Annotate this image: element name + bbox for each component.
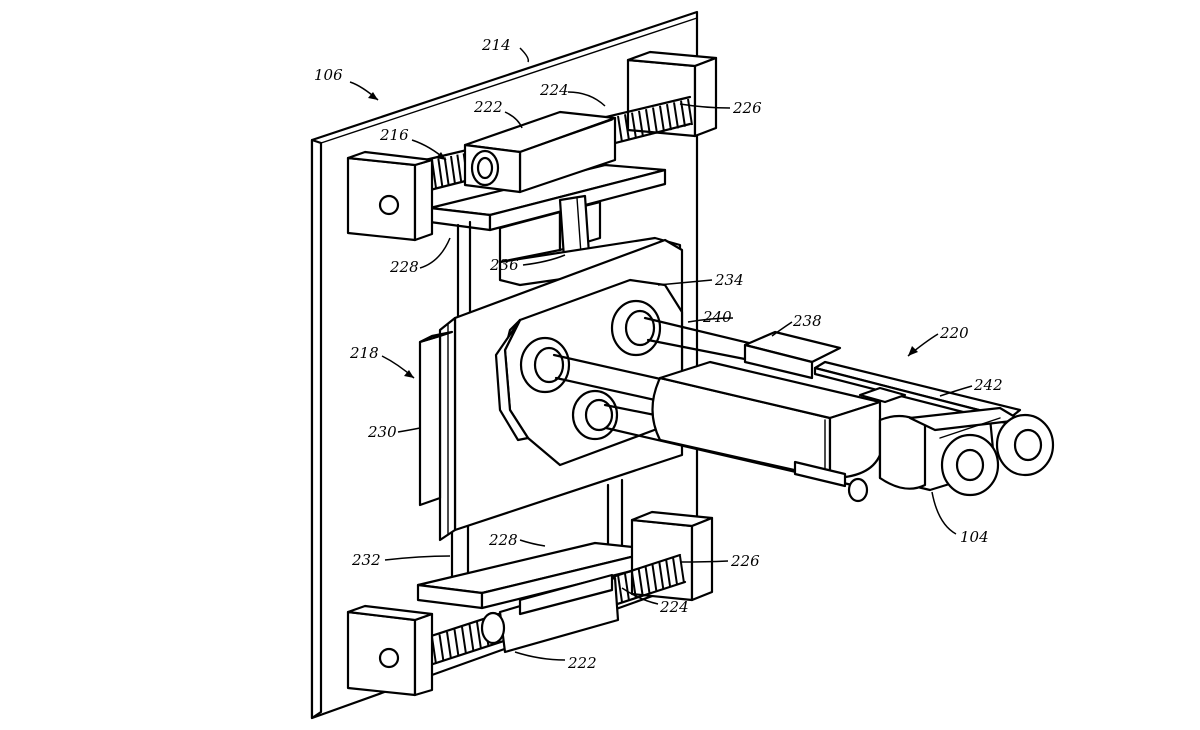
screw-thread xyxy=(437,158,444,187)
screw-thread xyxy=(638,110,644,138)
reference-numerals: 106 214 216 222 224 226 228 236 234 218 … xyxy=(314,36,1003,672)
bottom-left-end-block xyxy=(346,604,434,697)
label-228-top: 228 xyxy=(389,258,419,276)
label-242: 242 xyxy=(973,376,1003,394)
label-220: 220 xyxy=(939,324,969,342)
screw-thread xyxy=(476,621,482,650)
label-240: 240 xyxy=(702,308,732,326)
screw-thread xyxy=(617,115,623,143)
label-224-bottom: 224 xyxy=(659,598,689,616)
label-222-top: 222 xyxy=(473,98,503,116)
screw-thread xyxy=(438,634,445,662)
label-226-top: 226 xyxy=(732,99,762,117)
label-216: 216 xyxy=(379,126,409,144)
screw-thread xyxy=(644,566,651,594)
label-222-bottom: 222 xyxy=(567,654,597,672)
top-nut-block xyxy=(463,110,617,194)
end-effector xyxy=(878,406,1055,497)
top-right-end-block xyxy=(626,50,718,138)
screw-thread xyxy=(456,154,463,183)
screw-thread xyxy=(658,562,665,590)
arm-cylinder xyxy=(651,360,882,488)
label-234: 234 xyxy=(714,271,744,289)
label-224-top: 224 xyxy=(539,81,569,99)
screw-thread xyxy=(666,103,672,131)
screw-thread xyxy=(468,624,475,652)
screw-thread xyxy=(461,626,467,655)
label-236: 236 xyxy=(489,256,519,274)
screw-thread xyxy=(623,572,630,601)
side-component xyxy=(418,330,454,507)
leader-lines xyxy=(349,47,973,661)
screw-thread xyxy=(652,107,658,134)
label-238: 238 xyxy=(792,312,822,330)
screw-thread xyxy=(672,557,679,586)
screw-thread xyxy=(453,629,460,657)
screw-thread xyxy=(659,105,665,132)
label-218: 218 xyxy=(349,344,379,362)
vertical-bracket xyxy=(498,194,682,287)
screw-thread xyxy=(631,112,637,139)
screw-thread xyxy=(651,564,658,592)
screw-thread xyxy=(617,574,623,603)
screw-thread xyxy=(679,555,685,584)
label-226-bottom: 226 xyxy=(730,552,760,570)
label-228-bottom: 228 xyxy=(488,531,518,549)
screw-thread xyxy=(450,155,456,185)
label-104: 104 xyxy=(960,528,989,546)
screw-thread xyxy=(645,109,651,136)
top-strip-plate xyxy=(813,360,1022,426)
screw-thread xyxy=(665,560,672,588)
screw-thread xyxy=(443,157,450,186)
label-214: 214 xyxy=(481,36,511,54)
screw-thread xyxy=(446,631,452,660)
screw-thread xyxy=(680,100,686,127)
top-left-end-block xyxy=(346,150,434,242)
label-232: 232 xyxy=(351,551,381,569)
screw-thread xyxy=(637,568,644,596)
label-106: 106 xyxy=(314,66,343,84)
screw-thread xyxy=(673,102,679,129)
screw-thread xyxy=(630,570,637,598)
slide-block xyxy=(743,330,842,380)
label-230: 230 xyxy=(367,423,397,441)
bottom-nut-block xyxy=(480,573,620,654)
screw-thread xyxy=(687,98,693,126)
screw-thread xyxy=(624,114,630,141)
